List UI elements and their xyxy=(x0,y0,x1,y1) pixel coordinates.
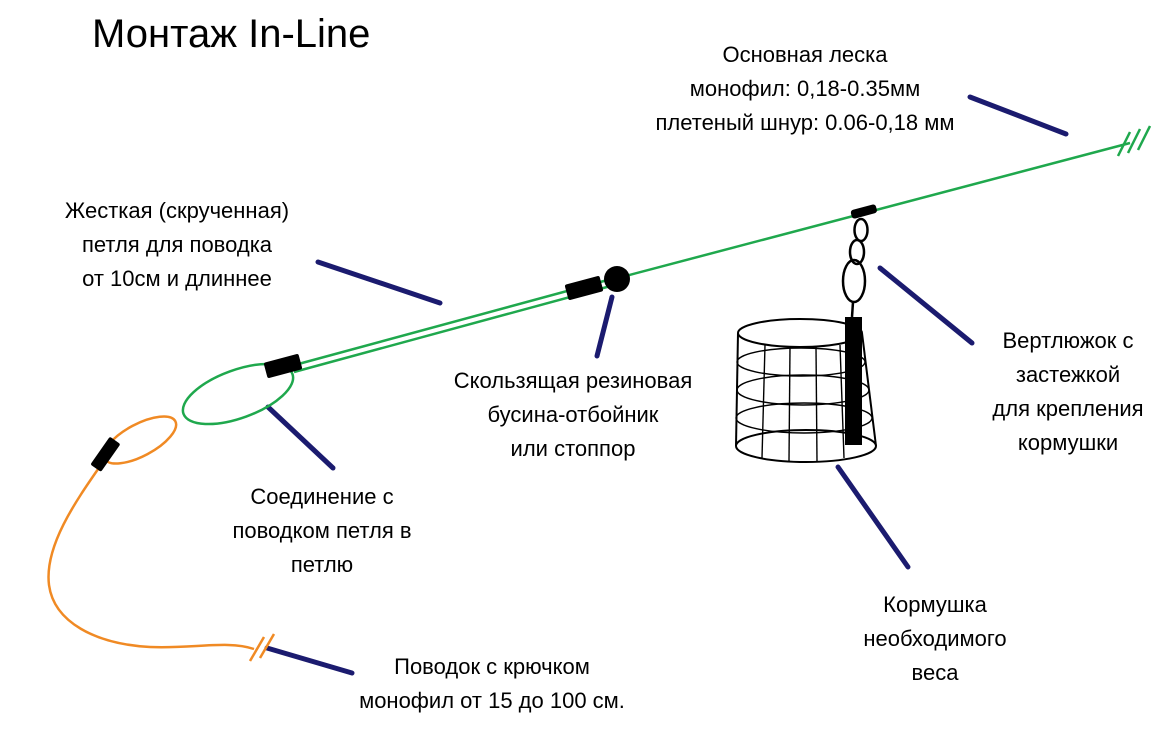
pointer-swivel xyxy=(877,265,975,346)
label-twisted-loop: Жесткая (скрученная) петля для поводка о… xyxy=(64,198,290,291)
diagram-title: Монтаж In-Line xyxy=(92,12,371,56)
swivel-sleeve xyxy=(850,204,877,219)
pointer-bead xyxy=(594,294,615,359)
leader-end-marks xyxy=(248,633,276,662)
pointer-leader xyxy=(264,645,355,676)
swivel-ring-bottom xyxy=(848,238,866,266)
snap-clip xyxy=(841,258,867,304)
label-loop-to-loop: Соединение с поводком петля в петлю xyxy=(232,484,412,577)
leader-curve xyxy=(47,461,255,651)
label-feeder: Кормушка необходимого веса xyxy=(863,592,1007,685)
twisted-section-upper xyxy=(290,276,616,368)
label-swivel: Вертлюжок с застежкой для крепления корм… xyxy=(992,328,1144,455)
main-line-end-marks xyxy=(1116,125,1152,157)
label-main-line: Основная леска монофил: 0,18-0.35мм плет… xyxy=(655,42,955,135)
main-line xyxy=(181,125,1152,426)
pointer-twisted-loop xyxy=(315,259,443,306)
feeder-cage xyxy=(735,317,877,463)
loop-band xyxy=(263,354,303,378)
rig-loop xyxy=(181,362,295,426)
rubber-bead xyxy=(604,266,630,292)
snap-link xyxy=(850,301,855,318)
pointer-feeder xyxy=(835,464,911,570)
pointer-loop-to-loop xyxy=(265,404,336,471)
pointer-lines xyxy=(264,94,1069,676)
swivel-snap xyxy=(841,204,877,318)
leader-band xyxy=(91,437,120,472)
feeder-weight-bar xyxy=(845,317,862,445)
swivel-ring-top xyxy=(853,217,869,243)
label-bead: Скользящая резиновая бусина-отбойник или… xyxy=(453,368,693,461)
stopper-band xyxy=(564,276,604,300)
label-leader: Поводок с крючком монофил от 15 до 100 с… xyxy=(359,654,625,713)
pointer-main-line xyxy=(967,94,1069,137)
twisted-section-lower xyxy=(293,282,619,374)
